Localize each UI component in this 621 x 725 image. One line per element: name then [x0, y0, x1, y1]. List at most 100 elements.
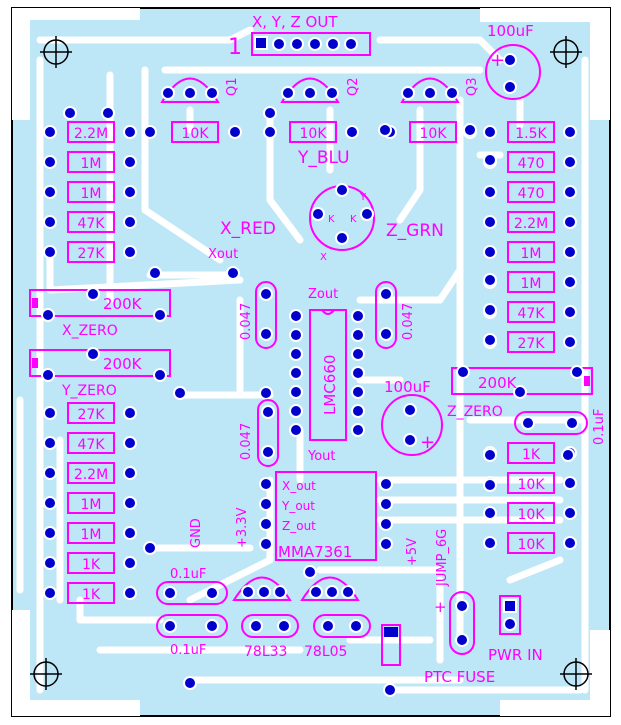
resistor-top-0: 10K: [143, 121, 242, 143]
rgb-led: K K Y X: [309, 183, 375, 263]
ic-pin: [351, 385, 365, 399]
pin1-label: 1: [228, 35, 242, 60]
capacitor-01uf-c: 0.1uF: [156, 614, 228, 658]
resistor-left-4: 27K: [43, 241, 137, 263]
resistors-left-top: 2.2M 1M 1M 47K 27K: [43, 121, 137, 263]
trimmer-x-zero: 200K X_ZERO: [29, 287, 171, 339]
svg-text:0.047: 0.047: [401, 303, 416, 340]
capacitor-047-a: 0.047: [239, 281, 277, 349]
ptc-label: PTC FUSE: [424, 668, 495, 686]
mounting-holes: [30, 36, 592, 690]
connector-pads: [254, 36, 358, 51]
capacitor-047-b: 0.047: [375, 281, 416, 349]
resistor-value: 1M: [81, 156, 102, 172]
resistor-left-0: 2.2M: [43, 121, 137, 143]
svg-text:200K: 200K: [478, 374, 518, 392]
resistor-value: 1M: [81, 497, 102, 513]
resistor-value: 1M: [81, 186, 102, 202]
svg-text:0.047: 0.047: [239, 423, 254, 460]
resistor-value: 10K: [518, 507, 546, 523]
resistor-right-4: 1M: [483, 241, 577, 263]
transistor-q2: Q2: [280, 77, 361, 103]
ic-pin: [289, 328, 303, 342]
resistor-top-1: 10K: [263, 121, 359, 143]
resistor-value: 1M: [81, 527, 102, 543]
resistor-left-bottom-1: 47K: [43, 432, 137, 454]
resistor-value: 1K: [82, 587, 101, 603]
trimmer-y-zero: 200K Y_ZERO: [29, 347, 171, 399]
resistor-left-bottom-2: 2.2M: [43, 462, 137, 484]
capacitor-label: 100uF: [487, 22, 534, 40]
svg-text:X_ZERO: X_ZERO: [62, 323, 118, 339]
resistor-right-0: 1.5K: [483, 121, 577, 143]
resistor-left-bottom-0: 27K: [43, 402, 137, 424]
capacitor-01uf-b: 0.1uF: [156, 567, 228, 605]
ic-pin: [351, 366, 365, 380]
capacitor-100uf-mid: + 100uF: [381, 378, 443, 456]
capacitor-100uf-top: [485, 44, 541, 100]
svg-text:Z_ZERO: Z_ZERO: [447, 404, 503, 420]
resistor-value: 2.2M: [74, 467, 108, 483]
zout-label: Zout: [308, 287, 338, 302]
resistor-left-bottom-5: 1K: [43, 552, 137, 574]
svg-text:LMC660: LMC660: [321, 355, 339, 415]
z-grn-label: Z_GRN: [386, 221, 444, 241]
capacitor-01uf-right: 0.1uF: [514, 409, 607, 445]
svg-text:0.1uF: 0.1uF: [592, 409, 607, 445]
ic-lmc660: LMC660: [289, 309, 365, 441]
connector-label: X, Y, Z OUT: [252, 13, 338, 31]
resistor-right-bottom-3: 10K: [483, 532, 577, 554]
ic-pin: [351, 309, 365, 323]
resistor-value: 10K: [420, 126, 448, 142]
svg-text:78L33: 78L33: [244, 644, 287, 660]
svg-text:Y_ZERO: Y_ZERO: [61, 383, 117, 399]
svg-text:0.047: 0.047: [239, 303, 254, 340]
capacitor-047-c: 0.047: [239, 399, 279, 467]
ground-plane-corner: [500, 630, 610, 716]
y-blu-label: Y_BLU: [297, 148, 350, 168]
transistor-q1: Q1: [160, 77, 240, 103]
resistor-left-2: 1M: [43, 181, 137, 203]
svg-text:Q2: Q2: [346, 77, 361, 96]
svg-text:Z_out: Z_out: [282, 519, 316, 533]
svg-text:+: +: [434, 598, 447, 616]
svg-text:+: +: [420, 432, 435, 453]
regulator-78l33: 78L33: [232, 576, 299, 660]
yout-label: Yout: [307, 449, 336, 464]
svg-text:0.1uF: 0.1uF: [170, 643, 206, 658]
ic-pin: [351, 328, 365, 342]
resistor-left-bottom-4: 1M: [43, 522, 137, 544]
ic-pin: [351, 347, 365, 361]
resistor-value: 27K: [78, 407, 106, 423]
ic-pin: [289, 385, 303, 399]
svg-text:K: K: [350, 214, 357, 225]
cap-plus: +: [490, 50, 505, 71]
resistor-value: 1K: [522, 447, 541, 463]
resistor-value: 10K: [518, 477, 546, 493]
resistor-value: 47K: [78, 437, 106, 453]
resistor-value: 470: [518, 186, 545, 202]
resistor-right-bottom-2: 10K: [483, 502, 577, 524]
ic-pin: [289, 309, 303, 323]
resistor-value: 47K: [518, 306, 546, 322]
svg-text:K: K: [328, 214, 335, 225]
svg-text:200K: 200K: [103, 295, 143, 313]
ground-plane-corner: [480, 8, 610, 120]
svg-text:0.1uF: 0.1uF: [170, 567, 206, 582]
transistor-q3: Q3: [400, 77, 480, 103]
resistor-value: 47K: [78, 216, 106, 232]
ic-pin: [289, 423, 303, 437]
resistor-value: 27K: [78, 246, 106, 262]
resistor-value: 1K: [82, 557, 101, 573]
svg-text:100uF: 100uF: [384, 378, 431, 396]
jump-label: JUMP_6G: [435, 529, 450, 587]
ic-pin: [351, 404, 365, 418]
svg-text:78L05: 78L05: [304, 644, 347, 660]
jumper-6g: +: [434, 591, 475, 655]
ground-plane-corner: [12, 610, 140, 716]
resistor-value: 27K: [518, 336, 546, 352]
resistor-value: 1M: [521, 246, 542, 262]
resistor-value: 10K: [518, 537, 546, 553]
